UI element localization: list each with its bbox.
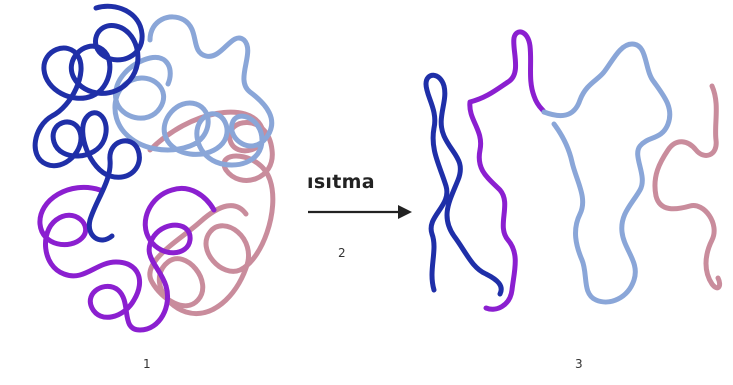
heating-label: ısıtma [307, 171, 375, 193]
unfolded-chain-darkblue [426, 75, 501, 294]
stage-2-label: 2 [338, 246, 346, 260]
folded-chain-purple [40, 187, 214, 330]
stage-3-label: 3 [575, 357, 583, 371]
folded-protein [35, 6, 273, 330]
denatured-protein [426, 32, 720, 309]
folded-chain-lightblue [115, 17, 272, 165]
right-arrow-icon [308, 205, 412, 219]
folded-chain-darkblue [35, 6, 142, 240]
unfolded-chain-lightblue [544, 44, 670, 302]
stage-1-label: 1 [143, 357, 151, 371]
unfolded-chain-pink [655, 86, 720, 288]
unfolded-chain-purple [470, 32, 544, 309]
